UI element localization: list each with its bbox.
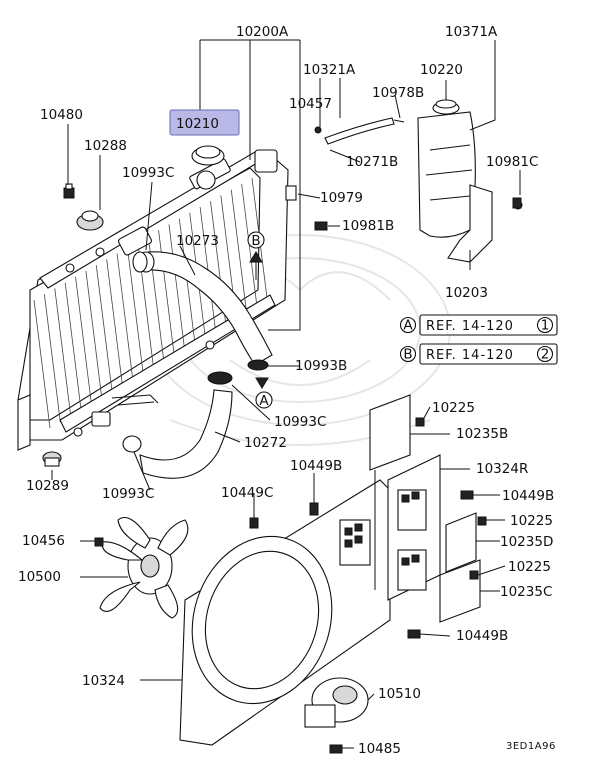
ref-A-text: REF. 14-120 <box>426 319 514 334</box>
radiator-fin <box>85 270 103 400</box>
label-10225-lower: 10225 <box>508 559 551 575</box>
ref-A-sheet: 1 <box>541 318 550 334</box>
radiator-fin <box>64 282 82 411</box>
ref-B-letter: B <box>403 347 412 363</box>
label-10288: 10288 <box>84 138 127 154</box>
label-10457: 10457 <box>289 96 332 112</box>
label-10993C-upper: 10993C <box>122 165 174 181</box>
radiator-cap-10210 <box>191 145 225 166</box>
radiator-fin <box>127 247 144 376</box>
radiator-fin <box>106 259 124 388</box>
label-10993C-bottom: 10993C <box>102 486 154 502</box>
ref-B-sheet: 2 <box>541 347 550 363</box>
diagram-code: 3ED1A96 <box>506 741 556 752</box>
part-labels: 10200A 10371A 10321A 10220 10457 10978B … <box>18 24 554 757</box>
label-10449B-right: 10449B <box>502 488 554 504</box>
reservoir-tank-10371A <box>417 99 476 238</box>
overflow-hose-10271B <box>314 117 405 145</box>
label-10273: 10273 <box>176 233 219 249</box>
label-10449B-bottom: 10449B <box>456 628 508 644</box>
label-10456: 10456 <box>22 533 65 549</box>
radiator-fin <box>230 189 248 318</box>
bolt-10981B <box>314 221 328 231</box>
radiator-fin <box>95 265 113 394</box>
ref-A-letter: A <box>403 318 413 334</box>
label-10993B: 10993B <box>295 358 347 374</box>
label-10371A: 10371A <box>445 24 498 40</box>
label-10235B: 10235B <box>456 426 508 442</box>
label-10449B-top: 10449B <box>290 458 342 474</box>
label-10235C: 10235C <box>500 584 552 600</box>
label-10225-top: 10225 <box>432 400 475 416</box>
label-10993C-lower: 10993C <box>274 414 326 430</box>
ref-B-text: REF. 14-120 <box>426 348 514 363</box>
label-10500: 10500 <box>18 569 61 585</box>
mount-insulator-10288 <box>76 210 104 231</box>
label-10978B: 10978B <box>372 85 424 101</box>
label-10510: 10510 <box>378 686 421 702</box>
shroud-grid <box>344 523 363 548</box>
radiator-fin <box>178 218 196 347</box>
label-10225-middle: 10225 <box>510 513 553 529</box>
label-10321A: 10321A <box>303 62 356 78</box>
radiator-fin <box>33 299 51 429</box>
flow-marker-B-letter: B <box>251 233 260 249</box>
highlight-10210 <box>169 109 240 136</box>
hose-clamps <box>122 251 269 453</box>
radiator-fin <box>241 183 259 312</box>
bracket-10979 <box>285 185 297 201</box>
label-10235D: 10235D <box>500 534 553 550</box>
leader-lines <box>51 39 521 749</box>
label-10272: 10272 <box>244 435 287 451</box>
lower-hose-10272 <box>139 389 233 479</box>
label-10210: 10210 <box>176 116 219 132</box>
flow-marker-A: A <box>255 377 273 409</box>
label-10485: 10485 <box>358 741 401 757</box>
radiator-fin <box>75 276 92 405</box>
label-10200A: 10200A <box>236 24 289 40</box>
ref-A: A REF. 14-120 1 <box>399 314 558 336</box>
mount-insulator-10289 <box>42 451 62 467</box>
label-10220: 10220 <box>420 62 463 78</box>
label-10289: 10289 <box>26 478 69 494</box>
ref-B: B REF. 14-120 2 <box>399 343 558 365</box>
label-10981B: 10981B <box>342 218 394 234</box>
radiator-fin <box>43 294 61 423</box>
fan-shroud-10324 <box>179 479 391 746</box>
fan-shroud-10324R <box>387 454 441 601</box>
label-10979: 10979 <box>320 190 363 206</box>
drain-plug-10480 <box>63 183 75 199</box>
label-10203: 10203 <box>445 285 488 301</box>
label-10480: 10480 <box>40 107 83 123</box>
flow-marker-B: B <box>247 231 265 280</box>
radiator-fin <box>116 253 134 382</box>
cooling-fan-10500 <box>99 516 189 619</box>
radiator-assembly <box>17 149 289 451</box>
fan-motor-10510 <box>304 677 369 728</box>
label-10449C: 10449C <box>221 485 273 501</box>
radiator-fin <box>54 288 72 417</box>
label-10271B: 10271B <box>346 154 398 170</box>
label-10981C: 10981C <box>486 154 538 170</box>
label-10324R: 10324R <box>476 461 528 477</box>
bolts <box>94 197 522 754</box>
radiator-fin <box>168 224 186 353</box>
label-10324: 10324 <box>82 673 125 689</box>
flow-marker-A-letter: A <box>259 393 269 409</box>
